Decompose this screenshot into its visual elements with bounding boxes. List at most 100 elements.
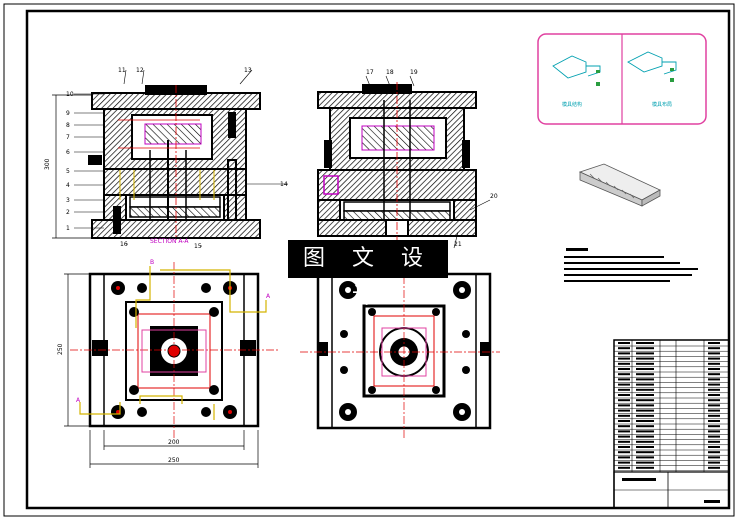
bom-cell-mark [708, 409, 720, 412]
plan-view-fixed [300, 262, 500, 440]
bom-cell-mark [636, 414, 654, 417]
bom-cell-mark [618, 378, 630, 381]
bom-cell-mark [636, 378, 654, 381]
leader-line [453, 231, 459, 249]
bom-cell-mark [618, 373, 630, 376]
bom-cell-mark [618, 368, 630, 370]
bom-cell-mark [708, 404, 720, 407]
leader-line [365, 75, 371, 87]
bom-cell-mark [618, 440, 630, 443]
bom-cell-mark [618, 352, 630, 355]
bom-cell-mark [708, 425, 720, 428]
callout-label: 14 [280, 181, 288, 188]
bom-cell-mark [618, 383, 630, 386]
plan-view-moving: A A B 250 200 250 [57, 259, 280, 468]
watermark: 图 文 设 计 [288, 240, 448, 309]
callout-label: 16 [120, 241, 128, 248]
bom-cell-mark [636, 425, 654, 428]
callout-label: 6 [66, 149, 70, 156]
bom-cell-mark [618, 347, 630, 350]
bom-cell-mark [618, 456, 630, 459]
callout-label: 3 [66, 197, 70, 204]
callout-label: 10 [66, 91, 74, 98]
leader-line [469, 199, 491, 211]
callout-label: 18 [386, 69, 394, 76]
bom-cell-mark [618, 394, 630, 396]
bom-cell-mark [618, 399, 630, 402]
bom-cell-mark [708, 430, 720, 433]
bom-cell-mark [636, 394, 654, 396]
bom-cell-mark [708, 342, 720, 344]
bom-cell-mark [708, 357, 720, 360]
bom-cell-mark [618, 357, 630, 360]
bom-cell-mark [618, 388, 630, 391]
bom-cell-mark [636, 347, 654, 350]
callout-label: 8 [66, 122, 70, 129]
leader-line [141, 69, 145, 85]
dim-height: 300 [44, 158, 51, 170]
bom-cell-mark [636, 352, 654, 355]
bom-cell-mark [636, 373, 654, 376]
leader-line [409, 75, 415, 87]
bom-cell-mark [708, 399, 720, 402]
bom-cell-mark [708, 420, 720, 422]
bom-cell-mark [618, 435, 630, 438]
panel-label-left: 模具结构 [562, 101, 582, 108]
bom-cell-mark [708, 435, 720, 438]
bom-cell-mark [708, 352, 720, 355]
callout-label: 19 [410, 69, 418, 76]
bom-cell-mark [636, 404, 654, 407]
bom-cell-mark [636, 409, 654, 412]
bom-cell-mark [708, 414, 720, 417]
bom-cell-mark [636, 383, 654, 386]
bom-cell-mark [708, 347, 720, 350]
bom-cell-mark [636, 362, 654, 365]
bom-cell-mark [618, 420, 630, 422]
bom-cell-mark [708, 394, 720, 396]
bom-cell-mark [618, 425, 630, 428]
bom-cell-mark [708, 373, 720, 376]
bom-cell-mark [636, 440, 654, 443]
outer-frame [3, 3, 735, 517]
bom-cell-mark [618, 409, 630, 412]
bom-cell-mark [708, 446, 720, 448]
bom-cell-mark [708, 451, 720, 454]
bom-cell-mark [708, 378, 720, 381]
leader-line [385, 75, 391, 87]
dim-width-outer: 250 [168, 457, 180, 464]
dim-depth: 250 [57, 343, 64, 355]
leader-line [239, 69, 253, 85]
bom-cell-mark [618, 466, 630, 469]
section-label: SECTION A-A [150, 238, 189, 245]
bom-cell-mark [708, 456, 720, 459]
bom-cell-mark [618, 430, 630, 433]
bom-cell-mark [636, 388, 654, 391]
bom-cell-mark [618, 342, 630, 344]
bom-cell-mark [708, 466, 720, 469]
callout-label: 11 [118, 67, 126, 74]
bom-cell-mark [636, 399, 654, 402]
bom-cell-mark [708, 440, 720, 443]
panel-label-right: 模具布局 [652, 101, 672, 108]
callout-label: 1 [66, 225, 70, 232]
part-isometric [578, 163, 661, 207]
bom-cell-mark [618, 446, 630, 448]
bom-cell-mark [618, 404, 630, 407]
bom-cell-mark [636, 446, 654, 448]
view-label-mid: B [150, 259, 154, 266]
bom-cell-mark [636, 342, 654, 344]
inner-frame [25, 9, 731, 510]
bom-cell-mark [708, 461, 720, 464]
bom-cell-mark [708, 383, 720, 386]
callout-label: 4 [66, 182, 70, 189]
callout-label: 20 [490, 193, 498, 200]
bom-cell-mark [618, 362, 630, 365]
callout-label: 12 [136, 67, 144, 74]
callout-label: 9 [66, 110, 70, 117]
bom-cell-mark [636, 420, 654, 422]
bom-cell-mark [636, 368, 654, 370]
